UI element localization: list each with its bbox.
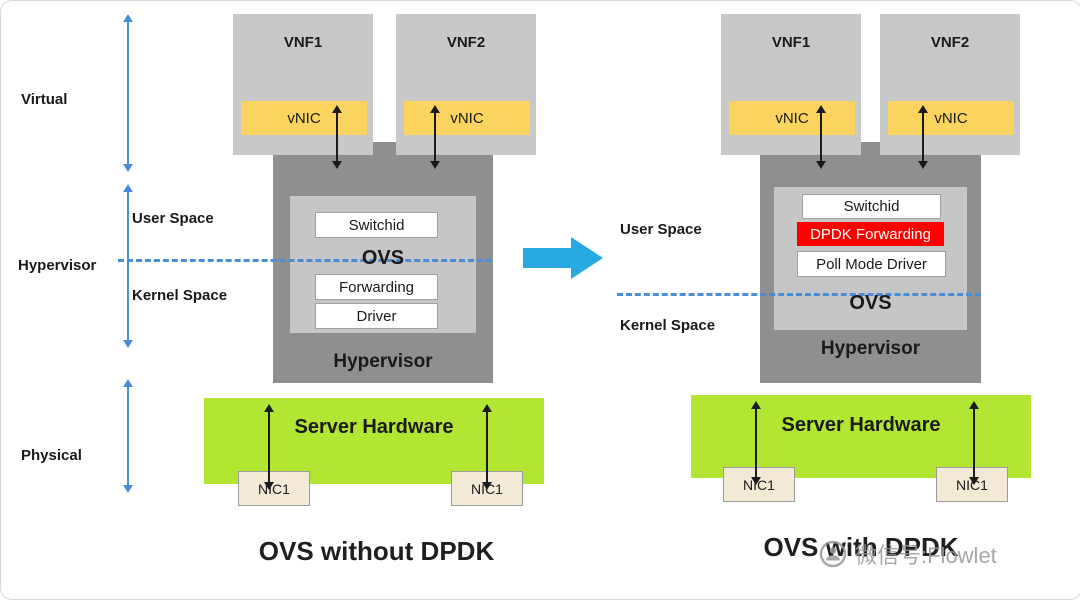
left-diagram-title: OVS without DPDK (258, 536, 495, 566)
left-forwarding-box: Forwarding (315, 274, 438, 300)
right-server-hardware-label: Server Hardware (781, 414, 941, 436)
arrow-shaft (820, 108, 822, 166)
right-vnf2-hypervisor-arrow-icon (917, 105, 929, 169)
arrow-shaft (434, 108, 436, 166)
layer-label-virtual: Virtual (21, 91, 68, 108)
layer-label-hypervisor: Hypervisor (18, 257, 97, 274)
arrow-shaft (922, 108, 924, 166)
arrow-shaft (336, 108, 338, 166)
transition-arrow-icon (523, 237, 603, 279)
arrowhead-down (816, 161, 826, 169)
right-hypervisor-label: Hypervisor (820, 338, 921, 359)
left-nic1-traffic-arrow-icon (263, 404, 275, 490)
arrow-shaft (973, 404, 975, 482)
watermark-text: 微信号:Flowlet (855, 543, 997, 568)
watermark: 微信号:Flowlet (819, 538, 997, 570)
right-switchid-box: Switchid (802, 194, 941, 219)
left-switchid-box: Switchid (315, 212, 438, 238)
arrowhead-down (123, 164, 133, 172)
right-diagram-title: OVS with DPDK (763, 532, 959, 562)
left-server-hardware-label: Server Hardware (294, 416, 454, 438)
left-kernel-space-label: Kernel Space (132, 287, 228, 304)
right-user-kernel-boundary-line (617, 293, 981, 296)
right-vnic2-box: vNIC (888, 101, 1014, 135)
right-ovs-label: OVS (849, 292, 892, 314)
right-kernel-space-label: Kernel Space (620, 317, 716, 334)
layer-label-physical: Physical (21, 447, 82, 464)
arrow-shaft (127, 382, 129, 490)
arrow-shaft (127, 187, 129, 345)
arrowhead-down (123, 340, 133, 348)
wechat-badge-icon (819, 540, 847, 568)
arrowhead-down (482, 482, 492, 490)
virtual-extent-arrow-icon (122, 14, 134, 172)
hypervisor-extent-arrow-icon (122, 184, 134, 348)
arrowhead-down (918, 161, 928, 169)
left-user-space-label: User Space (132, 210, 214, 227)
arrowhead-down (969, 477, 979, 485)
arrowhead-down (332, 161, 342, 169)
right-vnf1-hypervisor-arrow-icon (815, 105, 827, 169)
left-vnf2-hypervisor-arrow-icon (429, 105, 441, 169)
left-ovs-label: OVS (361, 247, 405, 269)
arrowhead-down (751, 477, 761, 485)
arrow-shaft (486, 407, 488, 487)
left-hypervisor-label: Hypervisor (333, 351, 433, 372)
right-poll-mode-driver-box: Poll Mode Driver (797, 251, 946, 277)
arrow-shaft (127, 17, 129, 169)
arrow-shaft (755, 404, 757, 482)
left-vnf1-hypervisor-arrow-icon (331, 105, 343, 169)
right-nic2-traffic-arrow-icon (968, 401, 980, 485)
right-user-space-label: User Space (620, 221, 702, 238)
arrowhead-down (430, 161, 440, 169)
left-nic2-traffic-arrow-icon (481, 404, 493, 490)
arrow-shaft (268, 407, 270, 487)
right-vnic1-box: vNIC (729, 101, 855, 135)
left-user-kernel-boundary-line (118, 259, 492, 262)
arrowhead-down (264, 482, 274, 490)
left-driver-box: Driver (315, 303, 438, 329)
physical-extent-arrow-icon (122, 379, 134, 493)
left-vnic2-box: vNIC (404, 101, 530, 135)
left-vnic1-box: vNIC (241, 101, 367, 135)
right-dpdk-forwarding-box: DPDK Forwarding (797, 222, 944, 246)
right-nic1-traffic-arrow-icon (750, 401, 762, 485)
left-nic1-box: NIC1 (238, 471, 310, 506)
arrowhead-down (123, 485, 133, 493)
